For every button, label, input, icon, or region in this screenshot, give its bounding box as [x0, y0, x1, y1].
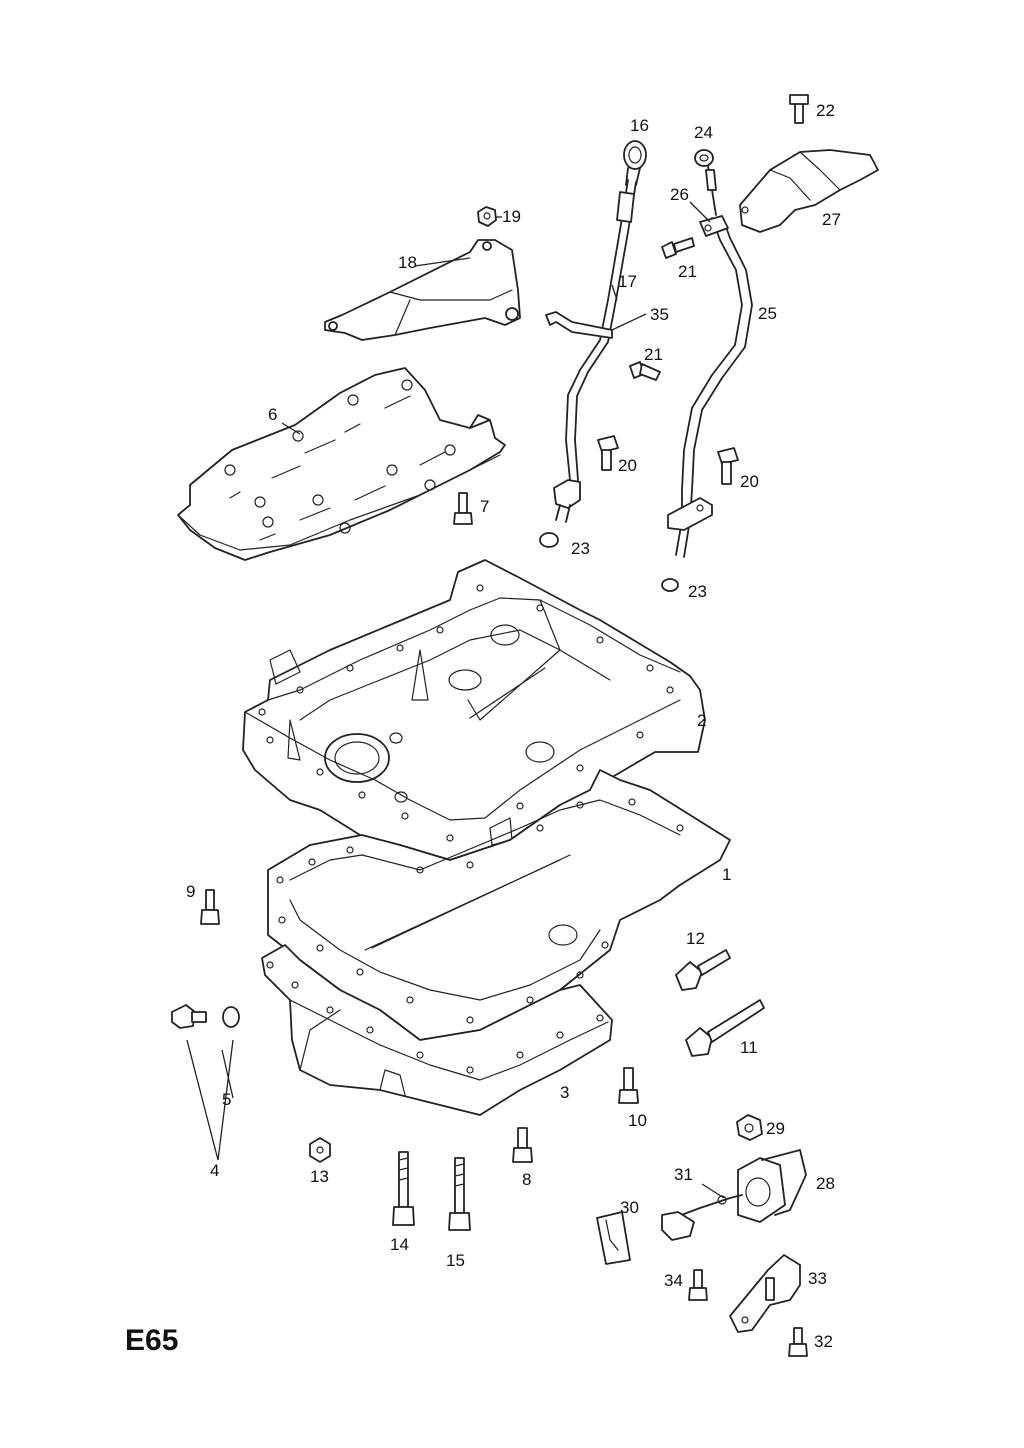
part-34-bolt [688, 1269, 708, 1301]
part-8-bolt [512, 1127, 533, 1163]
part-20-bolt-right [717, 447, 739, 485]
part-27-heat-shield [739, 149, 879, 233]
callout-1: 1 [722, 865, 731, 884]
part-28-sensor-assembly [737, 1149, 807, 1223]
callout-34: 34 [664, 1271, 683, 1290]
callout-11: 11 [740, 1038, 758, 1057]
part-9-bolt [200, 889, 220, 925]
part-19-nut [477, 206, 497, 227]
callout-22: 22 [816, 101, 835, 120]
part-23-o-ring-left [539, 532, 559, 548]
part-25-dipstick-tube [667, 215, 753, 558]
part-11-bolt [685, 999, 765, 1057]
callout-23-left: 23 [571, 539, 590, 558]
callout-10: 10 [628, 1111, 647, 1130]
part-3-lower-oil-pan [261, 944, 613, 1116]
callout-21-upper: 21 [678, 262, 697, 281]
callout-32: 32 [814, 1332, 833, 1351]
part-2-upper-oil-pan [242, 559, 706, 861]
part-13-nut [309, 1137, 331, 1163]
part-31-cable [661, 1194, 743, 1241]
callout-31: 31 [674, 1165, 693, 1184]
part-5-seal-ring [222, 1006, 240, 1028]
callout-23-right: 23 [688, 582, 707, 601]
part-7-bolt [453, 492, 473, 525]
callout-24: 24 [694, 123, 713, 142]
callout-29: 29 [766, 1119, 785, 1138]
callout-8: 8 [522, 1170, 531, 1189]
diagram-code: E65 [125, 1324, 178, 1357]
callout-26: 26 [670, 185, 689, 204]
part-29-nut [736, 1114, 763, 1141]
callout-5: 5 [222, 1090, 231, 1109]
part-22-bolt [789, 94, 809, 124]
part-20-bolt-left [597, 435, 619, 471]
part-15-stud-bolt [448, 1157, 471, 1231]
callout-28: 28 [816, 1174, 835, 1193]
callout-13: 13 [310, 1167, 329, 1186]
part-30-clip [596, 1211, 631, 1265]
part-21-bolt-lower [629, 361, 661, 381]
callout-7: 7 [480, 497, 489, 516]
callout-19: 19 [502, 207, 521, 226]
callout-16: 16 [630, 116, 649, 135]
callout-labels: 1 2 3 4 5 6 7 8 9 10 11 12 13 14 15 16 1… [186, 101, 841, 1351]
callout-20-right: 20 [740, 472, 759, 491]
callout-6: 6 [268, 405, 277, 424]
part-12-bolt [675, 949, 731, 991]
part-14-stud-bolt [392, 1151, 415, 1226]
callout-14: 14 [390, 1235, 409, 1254]
callout-12: 12 [686, 929, 705, 948]
callout-17: 17 [618, 272, 637, 291]
part-26-clip [699, 215, 729, 237]
callout-15: 15 [446, 1251, 465, 1270]
part-10-bolt [618, 1067, 639, 1104]
part-32-bolt [788, 1327, 808, 1357]
callout-2: 2 [697, 711, 706, 730]
callout-4: 4 [210, 1161, 219, 1180]
callout-33: 33 [808, 1269, 827, 1288]
callout-18: 18 [398, 253, 417, 272]
callout-35: 35 [650, 305, 669, 324]
part-21-bolt-upper [661, 237, 695, 259]
callout-30: 30 [620, 1198, 639, 1217]
part-17-dipstick-tube [553, 140, 647, 523]
callout-25: 25 [758, 304, 777, 323]
part-23-o-ring-right [661, 578, 679, 592]
callout-3: 3 [560, 1083, 569, 1102]
part-4-drain-plug [171, 1004, 207, 1029]
leader-lines [186, 201, 725, 1199]
callout-27: 27 [822, 210, 841, 229]
part-6-baffle-plate [177, 367, 506, 561]
part-35-tube-bracket [545, 311, 613, 339]
callout-9: 9 [186, 882, 195, 901]
callout-21-lower: 21 [644, 345, 663, 364]
part-24-dipstick [694, 149, 717, 216]
part-18-shield-bracket [324, 239, 521, 341]
callout-20-left: 20 [618, 456, 637, 475]
part-33-bracket [729, 1254, 801, 1333]
